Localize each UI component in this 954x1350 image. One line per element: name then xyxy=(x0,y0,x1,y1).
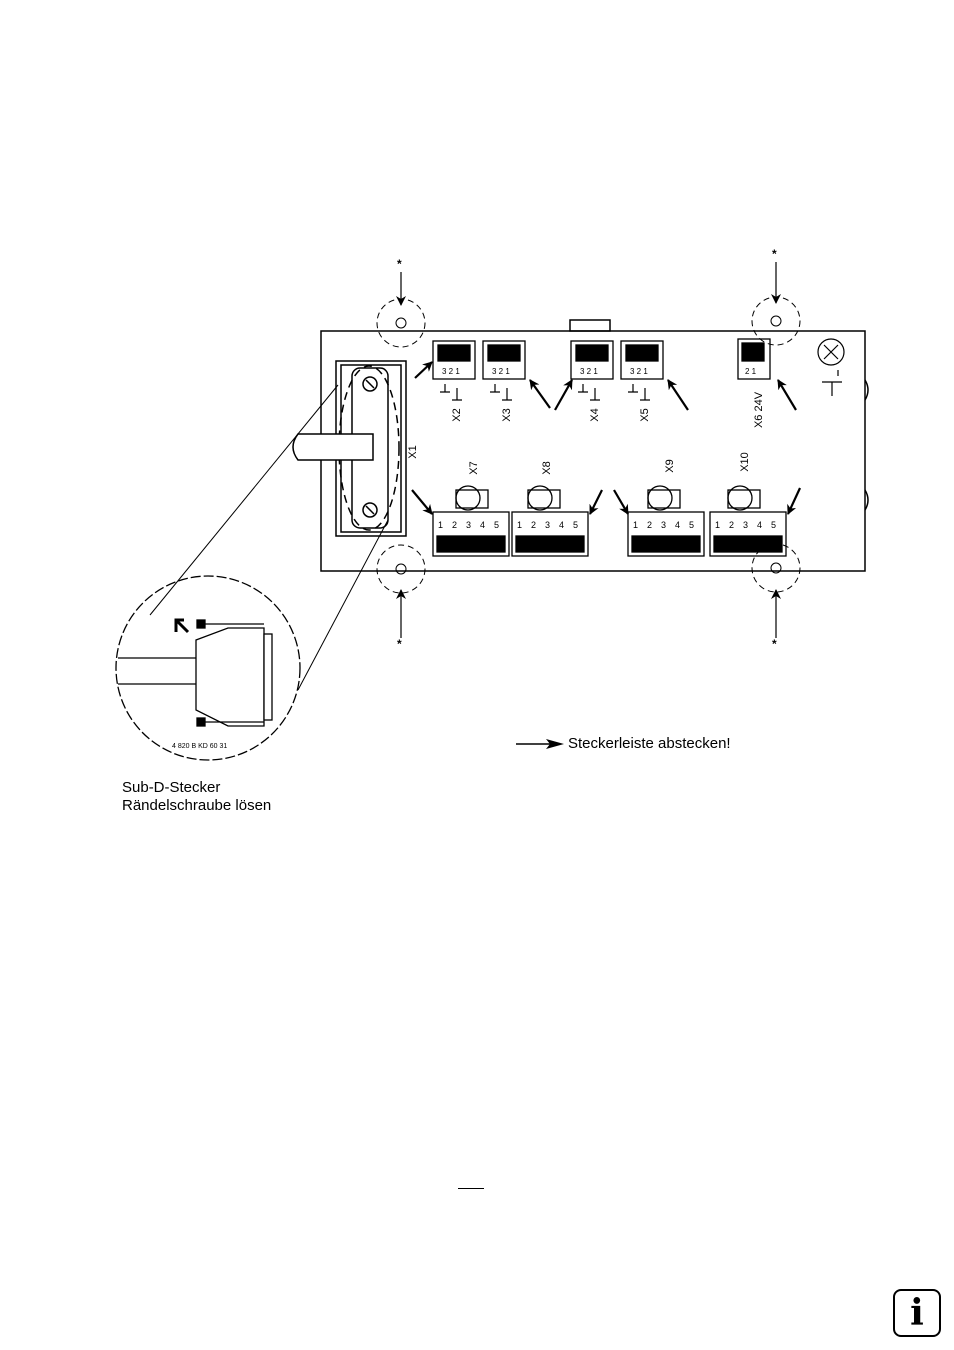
x2-label: X2 xyxy=(451,408,463,421)
svg-text:4: 4 xyxy=(675,520,680,530)
arrow-icon xyxy=(516,738,564,749)
upper-connectors xyxy=(432,338,771,380)
svg-text:1: 1 xyxy=(517,520,522,530)
svg-text:5: 5 xyxy=(771,520,776,530)
loosen-arrow-icon xyxy=(174,618,190,634)
ground-symbols-upper xyxy=(440,338,845,401)
svg-text:5: 5 xyxy=(689,520,694,530)
svg-text:3 2 1: 3 2 1 xyxy=(492,367,510,376)
svg-text:3: 3 xyxy=(661,520,666,530)
svg-text:3 2 1: 3 2 1 xyxy=(580,367,598,376)
screw-top-left xyxy=(376,298,426,348)
svg-text:2: 2 xyxy=(531,520,536,530)
svg-text:2: 2 xyxy=(452,520,457,530)
svg-text:*: * xyxy=(772,637,777,651)
x4-label: X4 xyxy=(589,408,601,421)
x7-label: X7 xyxy=(468,461,480,474)
svg-text:5: 5 xyxy=(573,520,578,530)
svg-text:3: 3 xyxy=(545,520,550,530)
screw-bottom-left xyxy=(376,544,426,594)
svg-text:5: 5 xyxy=(494,520,499,530)
svg-text:1: 1 xyxy=(438,520,443,530)
svg-text:2: 2 xyxy=(729,520,734,530)
upper-connector-pin-numbers: 3 2 1 3 2 1 3 2 1 3 2 1 2 1 xyxy=(442,367,757,376)
svg-text:4: 4 xyxy=(559,520,564,530)
svg-text:*: * xyxy=(772,247,777,261)
x6-label: X6 24V xyxy=(753,391,765,428)
svg-text:2: 2 xyxy=(647,520,652,530)
svg-text:3: 3 xyxy=(466,520,471,530)
svg-text:4: 4 xyxy=(480,520,485,530)
caption-line-2: Rändelschraube lösen xyxy=(122,797,272,814)
x5-label: X5 xyxy=(639,408,651,421)
screw-pointer-arrows xyxy=(396,262,781,638)
page-number-dash xyxy=(458,1188,484,1189)
legend: Steckerleiste abstecken! xyxy=(516,735,731,752)
x8-label: X8 xyxy=(541,461,553,474)
legend-text: Steckerleiste abstecken! xyxy=(568,735,731,752)
svg-text:2 1: 2 1 xyxy=(745,367,757,376)
x10-label: X10 xyxy=(739,452,751,472)
magnified-sub-d-detail xyxy=(115,575,301,761)
star-markers: * * * * xyxy=(397,247,777,651)
lower-connectors xyxy=(432,485,787,557)
svg-text:4: 4 xyxy=(757,520,762,530)
svg-text:3: 3 xyxy=(743,520,748,530)
svg-text:1: 1 xyxy=(633,520,638,530)
magnifier-guide-lines xyxy=(149,384,389,691)
caption-line-1: Sub-D-Stecker xyxy=(122,779,221,796)
x3-label: X3 xyxy=(501,408,513,421)
part-number: 4 820 B KD 60 31 xyxy=(172,743,227,750)
svg-text:*: * xyxy=(397,257,402,271)
svg-text:3 2 1: 3 2 1 xyxy=(630,367,648,376)
x9-label: X9 xyxy=(664,459,676,472)
x1-label: X1 xyxy=(407,445,419,458)
screw-top-right xyxy=(751,296,801,346)
x1-sub-d-connector xyxy=(292,360,407,537)
unplug-arrows xyxy=(411,361,801,515)
svg-text:1: 1 xyxy=(715,520,720,530)
svg-text:3 2 1: 3 2 1 xyxy=(442,367,460,376)
info-icon: i xyxy=(893,1289,941,1337)
svg-text:*: * xyxy=(397,637,402,651)
